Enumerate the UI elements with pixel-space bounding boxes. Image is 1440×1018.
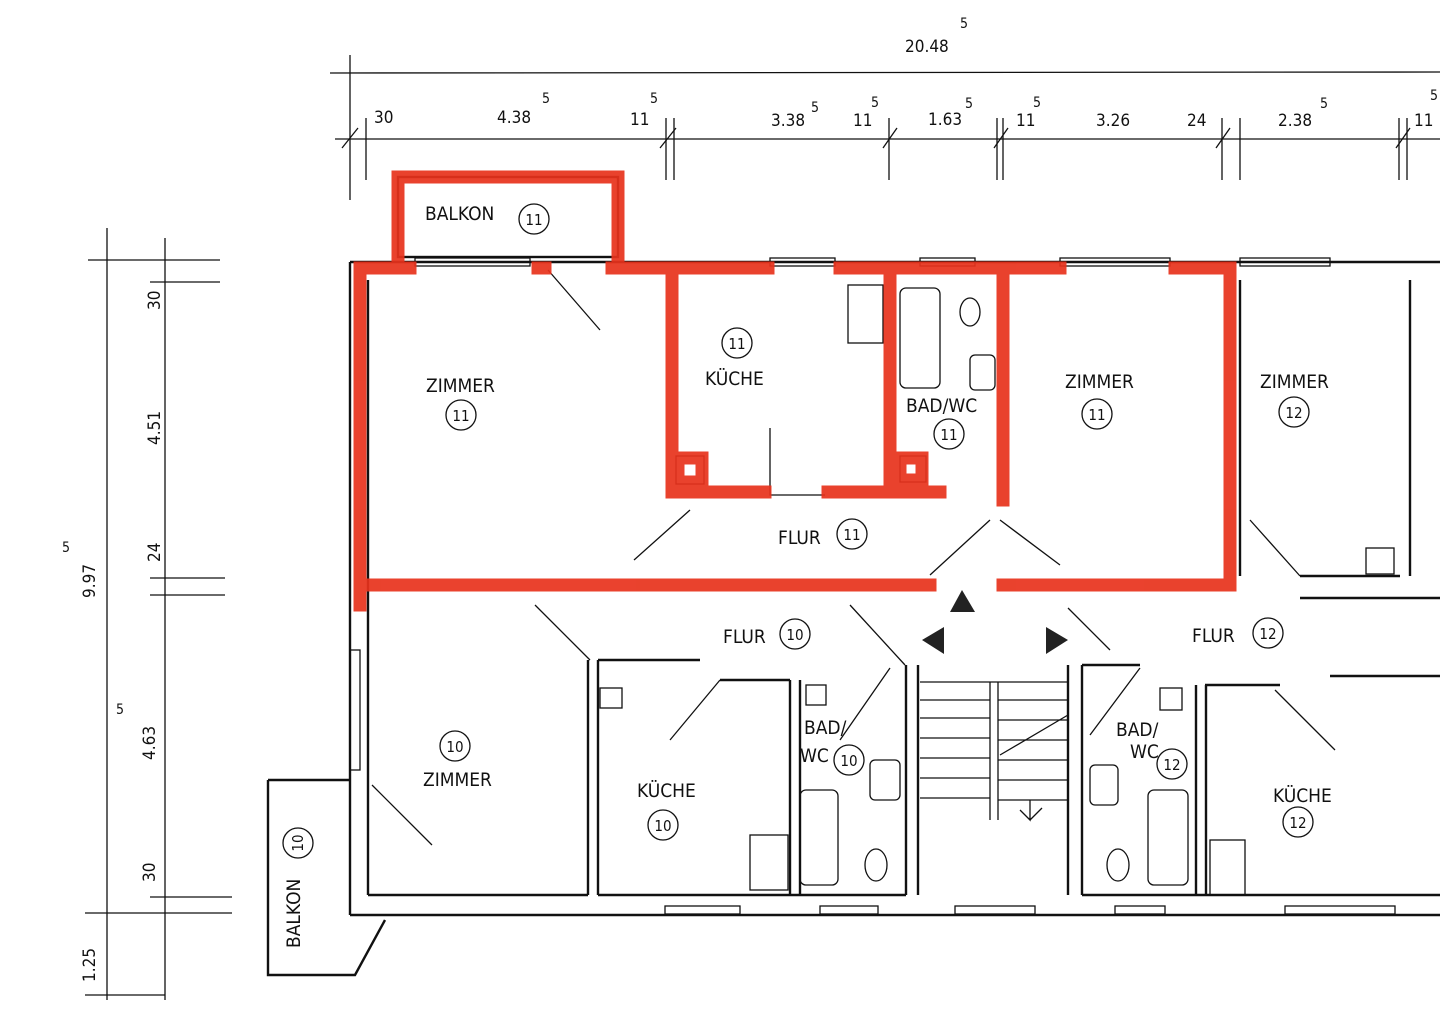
unit-number: 11 [843, 526, 860, 544]
dim-top-10: 11 [1414, 111, 1433, 131]
unit-number: 12 [1289, 814, 1306, 832]
room-zimmer-12: ZIMMER 12 [1260, 371, 1329, 428]
unit-number: 11 [1088, 406, 1105, 424]
room-zimmer-11b: ZIMMER 11 [1065, 371, 1134, 430]
left-total-sup: 5 [62, 540, 70, 556]
unit-number: 12 [1259, 625, 1276, 643]
room-zimmer-11: ZIMMER 11 [426, 375, 495, 431]
room-kueche-10: KÜCHE 10 [637, 779, 696, 841]
dim-top-5-sup: 5 [965, 96, 973, 112]
room-balkon-10: 10 BALKON [282, 827, 314, 948]
unit-number: 11 [728, 335, 745, 353]
dim-left-4: 30 [140, 863, 160, 882]
dim-top-2: 11 [630, 110, 649, 130]
arrow-up-icon [950, 590, 975, 612]
unit-number: 10 [446, 738, 463, 756]
room-balkon-11: BALKON 11 [425, 203, 550, 235]
room-name: KÜCHE [1273, 784, 1332, 807]
room-flur-12: FLUR 12 [1192, 617, 1284, 649]
dim-top-1-sup: 5 [542, 91, 550, 107]
top-dimensions: 20.48 5 30 4.38 5 11 5 3.38 5 11 5 1.63 … [329, 16, 1440, 200]
room-name: KÜCHE [705, 367, 764, 390]
unit-11-highlight [353, 170, 1237, 612]
room-name: BAD/WC [906, 395, 977, 417]
dim-top-8: 24 [1187, 111, 1206, 131]
room-flur-11: FLUR 11 [778, 518, 868, 550]
room-name-line2: WC [1130, 741, 1159, 763]
dim-top-4-sup: 5 [871, 95, 879, 111]
unit-number: 11 [452, 407, 469, 425]
dim-top-7: 3.26 [1096, 111, 1130, 131]
dim-top-9-sup: 5 [1320, 96, 1328, 112]
dim-top-5: 1.63 [928, 110, 962, 130]
room-name: FLUR [723, 626, 766, 648]
room-name: ZIMMER [426, 375, 495, 397]
dim-top-4: 11 [853, 111, 872, 131]
room-name: BAD/ [1116, 719, 1159, 741]
windows [349, 257, 1396, 915]
dim-top-9: 2.38 [1278, 111, 1312, 131]
unit-number: 12 [1163, 756, 1180, 774]
dim-top-1: 4.38 [497, 108, 531, 128]
dim-left-5: 1.25 [80, 948, 100, 982]
dim-top-3: 3.38 [771, 111, 805, 131]
unit-number: 10 [654, 817, 671, 835]
top-total-sup: 5 [960, 16, 968, 32]
room-flur-10: FLUR 10 [723, 618, 811, 650]
room-labels: BALKON 11 ZIMMER 11 11 KÜCHE BAD/WC 11 Z… [282, 203, 1332, 948]
arrow-left-icon [922, 627, 944, 654]
dim-left-2: 24 [145, 543, 165, 562]
doors [371, 269, 1336, 846]
dim-top-3-sup: 5 [811, 100, 819, 116]
unit-number: 10 [786, 626, 803, 644]
dim-top-2-sup: 5 [650, 91, 658, 107]
room-kueche-12: KÜCHE 12 [1273, 784, 1332, 838]
unit-number: 11 [940, 426, 957, 444]
room-bad-11: BAD/WC 11 [906, 395, 977, 450]
dim-left-1: 4.51 [145, 411, 165, 445]
room-bad-12: BAD/ WC 12 [1116, 719, 1188, 780]
left-dimensions: 30 4.51 24 4.63 5 30 1.25 9.97 5 [62, 228, 232, 1000]
unit-number: 10 [840, 752, 857, 770]
direction-arrows [922, 590, 1068, 654]
room-zimmer-10: 10 ZIMMER [423, 730, 492, 791]
stairs [920, 681, 1069, 822]
left-total: 9.97 [80, 564, 100, 598]
dim-top-6-sup: 5 [1033, 95, 1041, 111]
room-kueche-11: 11 KÜCHE [705, 327, 764, 390]
unit-number: 11 [525, 211, 542, 229]
room-name: FLUR [778, 527, 821, 549]
dim-top-6: 11 [1016, 111, 1035, 131]
room-name: BALKON [283, 879, 305, 948]
room-name: FLUR [1192, 625, 1235, 647]
dim-top-10-sup: 5 [1430, 88, 1438, 104]
dim-top-0: 30 [374, 108, 393, 128]
svg-text:20.48: 20.48 [905, 37, 949, 57]
room-name: ZIMMER [1260, 371, 1329, 393]
room-name: BALKON [425, 203, 494, 225]
dim-left-0: 30 [145, 291, 165, 310]
arrow-right-icon [1046, 627, 1068, 654]
room-name-line2: WC [800, 745, 829, 767]
dim-left-3-sup: 5 [116, 702, 124, 718]
dim-left-3: 4.63 [140, 726, 160, 760]
room-name: BAD/ [804, 717, 847, 739]
room-name: KÜCHE [637, 779, 696, 802]
room-bad-10: BAD/ WC 10 [800, 717, 865, 776]
unit-number: 12 [1285, 404, 1302, 422]
room-name: ZIMMER [423, 769, 492, 791]
top-total: 20.48 [905, 37, 949, 57]
unit-number: 10 [289, 834, 307, 851]
room-name: ZIMMER [1065, 371, 1134, 393]
